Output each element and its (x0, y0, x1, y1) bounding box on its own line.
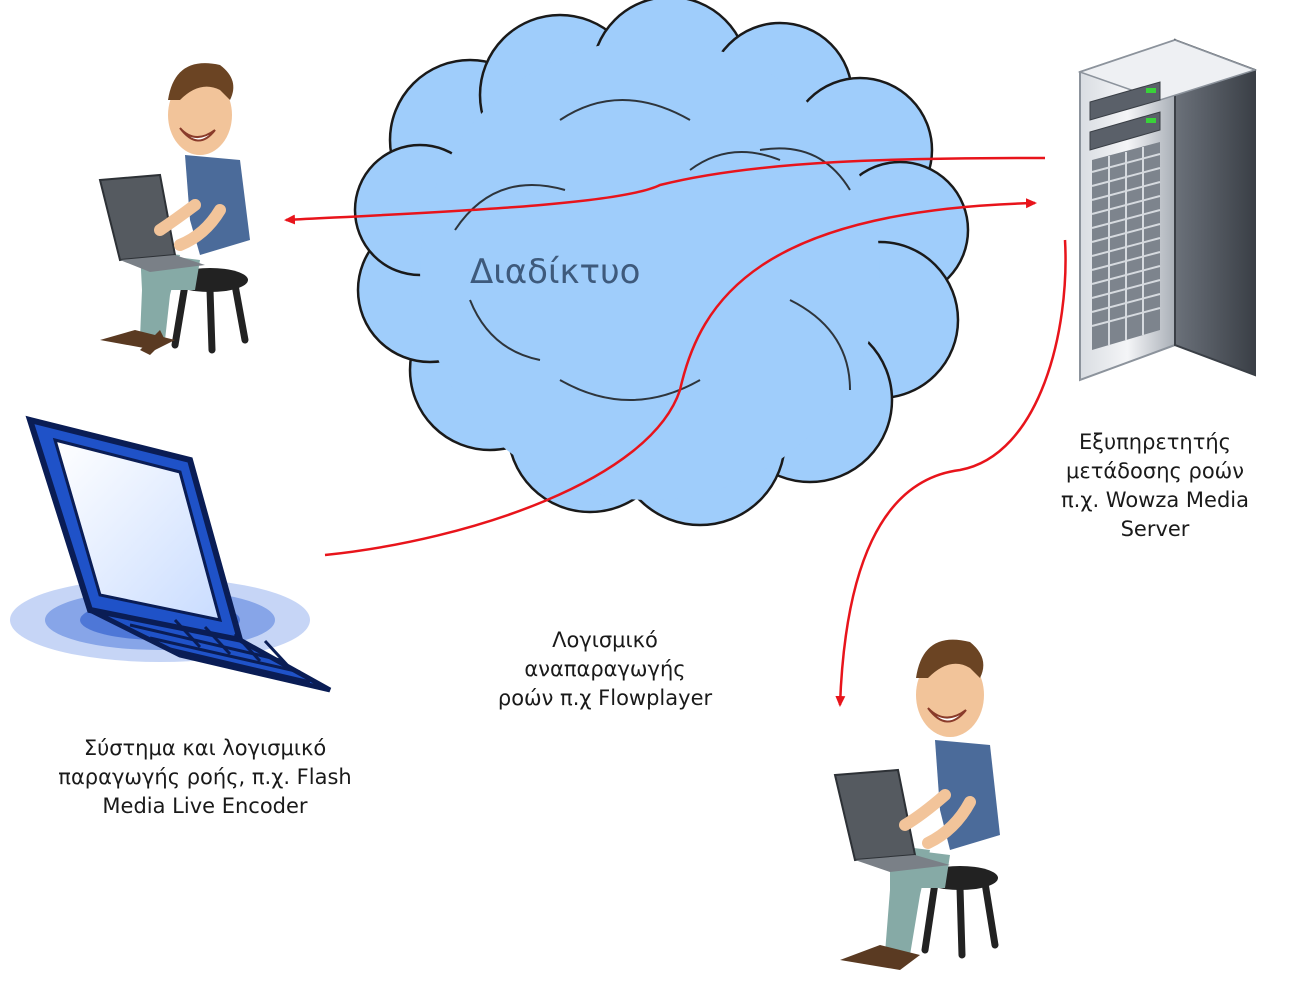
user-at-laptop-icon (98, 63, 250, 355)
arrow-server-to-bottom-user (835, 239, 1067, 707)
encoder-caption-line: παραγωγής ροής, π.χ. Flash (58, 765, 352, 789)
cloud-label: Διαδίκτυο (470, 252, 641, 292)
server-tower-icon (1077, 38, 1258, 382)
stream-arrows (284, 156, 1067, 707)
laptop-icon (10, 415, 332, 693)
server-caption-line: Server (1120, 517, 1190, 541)
server-caption-line: π.χ. Wowza Media (1061, 488, 1249, 512)
player-caption-line: ροών π.χ Flowplayer (497, 686, 713, 710)
player-caption: Λογισμικό αναπαραγωγής ροών π.χ Flowplay… (460, 626, 750, 713)
arrow-encoder-to-server (324, 198, 1037, 557)
arrow-server-to-top-user (284, 156, 1046, 225)
player-caption-line: Λογισμικό (552, 628, 658, 652)
server-caption-line: μετάδοσης ροών (1065, 459, 1244, 483)
encoder-caption-line: Σύστημα και λογισμικό (83, 736, 327, 760)
server-caption: Εξυπηρετητής μετάδοσης ροών π.χ. Wowza M… (1020, 428, 1290, 544)
player-caption-line: αναπαραγωγής (524, 657, 686, 681)
encoder-caption-line: Media Live Encoder (102, 794, 308, 818)
server-caption-line: Εξυπηρετητής (1079, 430, 1231, 454)
cloud-icon (353, 0, 970, 527)
encoder-caption: Σύστημα και λογισμικό παραγωγής ροής, π.… (10, 734, 400, 821)
user-at-laptop-icon (833, 639, 1000, 970)
